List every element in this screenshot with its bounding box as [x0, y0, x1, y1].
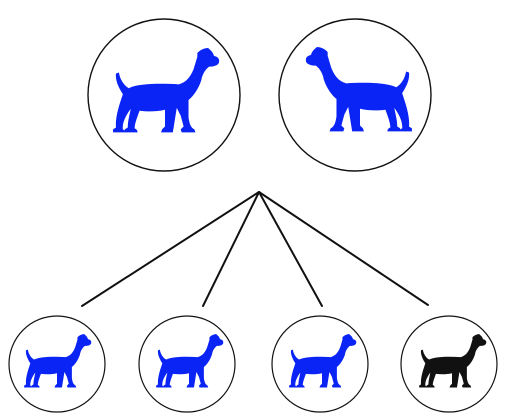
connector-line-3 [258, 191, 323, 307]
offspring-1 [8, 315, 106, 413]
parent-generation [87, 18, 432, 172]
offspring-3 [271, 315, 369, 413]
parent-1 [87, 18, 241, 172]
offspring-4 [400, 315, 498, 413]
connector-lines [81, 191, 429, 307]
connector-line-4 [258, 191, 429, 306]
connector-line-2 [202, 191, 260, 307]
offspring-2 [138, 315, 236, 413]
offspring-generation [8, 315, 498, 413]
parent-2 [278, 18, 432, 172]
connector-line-1 [81, 191, 260, 307]
